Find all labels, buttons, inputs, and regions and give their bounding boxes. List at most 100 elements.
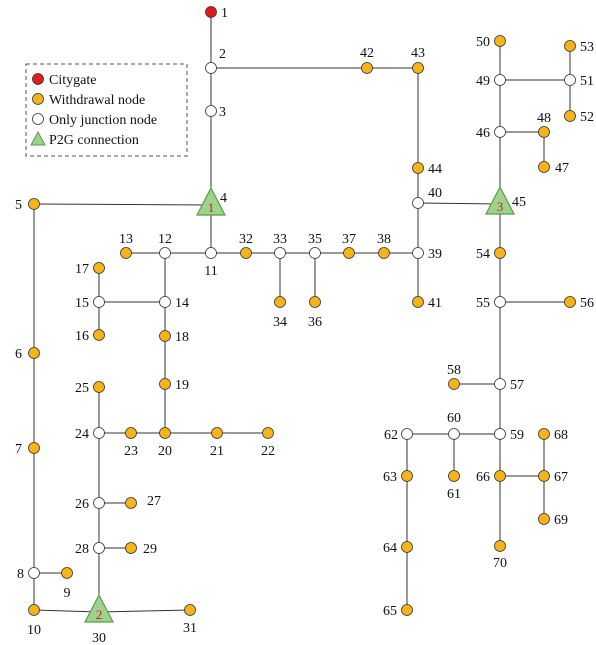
pipe-10-30	[33, 609, 100, 613]
node-label-35: 35	[308, 232, 322, 247]
p2g-index-label-30: 2	[96, 607, 103, 622]
node-label-56: 56	[580, 296, 594, 311]
withdrawal-node-10	[28, 604, 40, 616]
junction-node-3	[205, 105, 217, 117]
node-label-15: 15	[75, 296, 89, 311]
withdrawal-node-36	[309, 296, 321, 308]
node-label-50: 50	[476, 35, 490, 50]
node-label-9: 9	[64, 586, 71, 601]
node-label-3: 3	[219, 105, 226, 120]
node-label-42: 42	[360, 46, 374, 61]
junction-node-40	[412, 197, 424, 209]
withdrawal-node-21	[211, 427, 223, 439]
node-label-2: 2	[219, 47, 226, 62]
node-label-33: 33	[273, 232, 287, 247]
withdrawal-node-7	[28, 442, 40, 454]
junction-node-62	[401, 428, 413, 440]
node-label-12: 12	[158, 232, 172, 247]
node-label-28: 28	[75, 542, 89, 557]
node-label-63: 63	[383, 470, 397, 485]
node-label-47: 47	[555, 161, 569, 176]
node-label-66: 66	[476, 470, 490, 485]
pipe-40-45	[417, 202, 501, 205]
junction-node-15	[93, 296, 105, 308]
withdrawal-node-34	[274, 296, 286, 308]
node-label-6: 6	[15, 347, 22, 362]
legend-junction-icon	[32, 113, 44, 125]
withdrawal-node-5	[28, 198, 40, 210]
legend-citygate-label: Citygate	[49, 73, 96, 88]
node-label-16: 16	[75, 329, 89, 344]
node-label-1: 1	[221, 6, 228, 21]
node-label-67: 67	[554, 470, 568, 485]
p2g-index-label-4: 1	[208, 200, 215, 215]
legend-junction-label: Only junction node	[49, 113, 157, 128]
legend-withdrawal-icon	[32, 93, 44, 105]
withdrawal-node-53	[564, 40, 576, 52]
node-label-13: 13	[119, 232, 133, 247]
node-label-58: 58	[447, 363, 461, 378]
node-label-32: 32	[239, 232, 253, 247]
pipe-30-31	[98, 609, 191, 613]
p2g-node-30	[84, 593, 114, 623]
node-label-14: 14	[175, 296, 189, 311]
p2g-node-4	[196, 186, 226, 216]
withdrawal-node-47	[538, 161, 550, 173]
withdrawal-node-70	[494, 540, 506, 552]
withdrawal-node-48	[538, 126, 550, 138]
junction-node-39	[412, 247, 424, 259]
junction-node-28	[93, 542, 105, 554]
junction-node-49	[494, 74, 506, 86]
node-label-25: 25	[75, 381, 89, 396]
node-label-26: 26	[75, 497, 89, 512]
withdrawal-node-65	[401, 604, 413, 616]
junction-node-51	[564, 74, 576, 86]
node-label-29: 29	[143, 542, 157, 557]
node-label-41: 41	[428, 296, 442, 311]
node-label-17: 17	[75, 262, 89, 277]
withdrawal-node-9	[61, 567, 73, 579]
withdrawal-node-25	[93, 381, 105, 393]
node-label-24: 24	[75, 427, 89, 442]
node-label-48: 48	[537, 111, 551, 126]
withdrawal-node-31	[184, 604, 196, 616]
withdrawal-node-44	[412, 162, 424, 174]
node-label-61: 61	[447, 487, 461, 502]
junction-node-26	[93, 497, 105, 509]
withdrawal-node-41	[412, 296, 424, 308]
withdrawal-node-50	[494, 35, 506, 47]
junction-node-33	[274, 247, 286, 259]
node-label-62: 62	[384, 428, 398, 443]
junction-node-46	[494, 126, 506, 138]
withdrawal-node-13	[120, 247, 132, 259]
junction-node-59	[494, 428, 506, 440]
withdrawal-node-17	[93, 262, 105, 274]
node-label-8: 8	[17, 567, 24, 582]
withdrawal-node-68	[538, 428, 550, 440]
withdrawal-node-42	[361, 62, 373, 74]
node-label-7: 7	[15, 442, 22, 457]
legend: Citygate Withdrawal node Only junction n…	[25, 63, 188, 157]
node-label-27: 27	[147, 494, 161, 509]
node-label-37: 37	[342, 232, 356, 247]
junction-node-12	[159, 247, 171, 259]
withdrawal-node-52	[564, 110, 576, 122]
withdrawal-node-27	[125, 497, 137, 509]
withdrawal-node-23	[125, 427, 137, 439]
node-label-44: 44	[428, 162, 442, 177]
withdrawal-node-19	[159, 378, 171, 390]
withdrawal-node-69	[538, 513, 550, 525]
legend-withdrawal-label: Withdrawal node	[49, 93, 145, 108]
junction-node-60	[448, 428, 460, 440]
withdrawal-node-16	[93, 329, 105, 341]
withdrawal-node-22	[262, 427, 274, 439]
withdrawal-node-56	[564, 296, 576, 308]
junction-node-24	[93, 427, 105, 439]
node-label-10: 10	[27, 623, 41, 638]
junction-node-2	[205, 62, 217, 74]
node-label-45: 45	[512, 195, 526, 210]
withdrawal-node-67	[538, 470, 550, 482]
node-label-53: 53	[580, 40, 594, 55]
withdrawal-node-58	[448, 378, 460, 390]
